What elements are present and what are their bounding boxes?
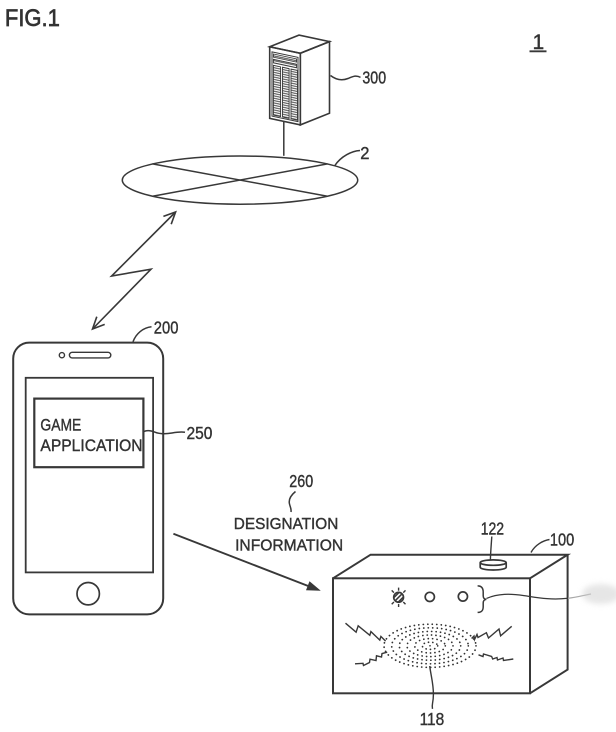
svg-text:260: 260 [289, 471, 313, 491]
svg-text:APPLICATION: APPLICATION [40, 436, 142, 455]
svg-text:200: 200 [154, 318, 179, 338]
svg-text:250: 250 [187, 423, 213, 443]
svg-text:2: 2 [360, 143, 369, 163]
svg-text:122: 122 [481, 519, 504, 539]
svg-text:300: 300 [362, 67, 386, 87]
svg-text:GAME: GAME [40, 416, 81, 435]
svg-text:100: 100 [550, 529, 575, 549]
svg-text:FIG.1: FIG.1 [5, 5, 60, 32]
svg-text:DESIGNATION: DESIGNATION [234, 516, 338, 533]
svg-text:INFORMATION: INFORMATION [235, 537, 343, 554]
svg-text:1: 1 [533, 31, 545, 54]
svg-text:118: 118 [420, 709, 445, 729]
